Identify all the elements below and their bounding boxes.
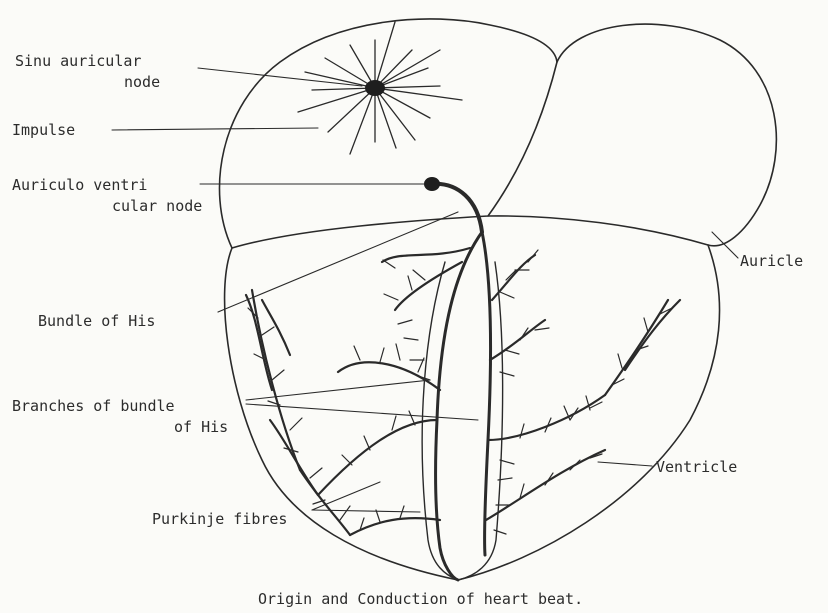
leader-lines [112, 68, 738, 512]
right-auricle-outline [488, 24, 776, 246]
left-auricle-outline [219, 19, 557, 248]
purkinje-twigs-right [494, 250, 672, 534]
label-bundle-of-his: Bundle of His [38, 312, 155, 330]
label-av-node-line2: cular node [112, 197, 202, 215]
bundle-of-his-trunk [432, 184, 482, 232]
label-sa-node-line2: node [124, 73, 160, 91]
figure-caption: Origin and Conduction of heart beat. [258, 590, 583, 608]
label-sa-node-line1: Sinu auricular [15, 52, 141, 70]
purkinje-fibres-right [486, 255, 680, 520]
label-auricle: Auricle [740, 252, 803, 270]
septum-right-wall [458, 262, 503, 580]
sa-node [365, 80, 385, 96]
label-impulse: Impulse [12, 121, 75, 139]
label-branches-line1: Branches of bundle [12, 397, 175, 415]
av-node [424, 177, 440, 191]
label-ventricle: Ventricle [656, 458, 737, 476]
label-branches-line2: of His [174, 418, 228, 436]
label-av-node-line1: Auriculo ventri [12, 176, 147, 194]
bundle-branch-right [482, 232, 490, 555]
bundle-branch-left [436, 232, 482, 580]
ventricle-outline [225, 245, 720, 580]
label-purkinje-fibres: Purkinje fibres [152, 510, 287, 528]
